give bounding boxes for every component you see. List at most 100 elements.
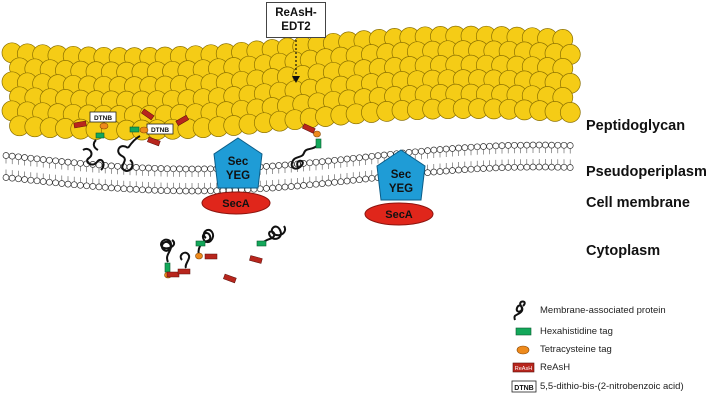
lipid-head bbox=[356, 154, 363, 162]
dtnb-label: DTNB bbox=[151, 127, 169, 134]
lipid-head bbox=[188, 165, 196, 173]
lipid-head bbox=[548, 141, 555, 149]
lipid-head bbox=[473, 165, 481, 173]
lipid-head bbox=[27, 154, 35, 162]
lipid-head bbox=[424, 169, 431, 176]
layer-label-pseudoperiplasm: Pseudoperiplasm bbox=[586, 164, 707, 180]
lipid-head bbox=[21, 176, 28, 183]
lipid-head bbox=[182, 187, 190, 195]
lipid-head bbox=[349, 176, 357, 184]
lipid-head bbox=[207, 165, 214, 173]
lipid-head bbox=[430, 168, 438, 176]
tetracysteine-tag bbox=[99, 122, 109, 130]
legend-protein-icon bbox=[513, 300, 526, 321]
legend-reash-icon-label: ReAsH bbox=[515, 366, 532, 372]
secyeg-complex-1: Sec YEG SecA bbox=[201, 137, 271, 215]
lipid-head bbox=[275, 162, 283, 169]
lipid-head bbox=[498, 164, 506, 171]
lipid-head bbox=[511, 141, 518, 149]
lipid-head bbox=[566, 164, 574, 171]
his-tag bbox=[164, 262, 171, 273]
lipid-head bbox=[449, 167, 456, 174]
lipid-head bbox=[263, 163, 270, 170]
lipid-head bbox=[139, 186, 146, 194]
lipid-head bbox=[542, 163, 549, 171]
secyeg-label-line2: YEG bbox=[389, 183, 413, 195]
lipid-head bbox=[182, 165, 190, 173]
lipid-head bbox=[2, 174, 10, 181]
layer-label-cell-membrane: Cell membrane bbox=[586, 195, 690, 211]
lipid-head bbox=[486, 142, 493, 150]
lipid-head bbox=[126, 185, 134, 193]
lipid-head bbox=[157, 187, 165, 194]
lipid-head bbox=[368, 152, 376, 160]
reash-block bbox=[177, 268, 191, 275]
lipid-head bbox=[194, 165, 202, 173]
reash-block bbox=[175, 114, 190, 126]
lipid-head bbox=[151, 186, 159, 194]
lipid-head bbox=[287, 183, 295, 190]
lipid-head bbox=[492, 164, 500, 172]
lipid-head bbox=[83, 182, 90, 190]
legend-dtnb-icon-label: DTNB bbox=[514, 385, 533, 392]
lipid-head bbox=[108, 184, 115, 192]
reash-block bbox=[73, 120, 87, 129]
lipid-head bbox=[548, 163, 555, 171]
lipid-head bbox=[52, 179, 59, 187]
lipid-head bbox=[436, 168, 444, 175]
lipid-head bbox=[300, 182, 307, 189]
lipid-head bbox=[294, 182, 301, 190]
tetracysteine-tag bbox=[313, 130, 321, 138]
lipid-head bbox=[46, 156, 53, 164]
lipid-head bbox=[368, 174, 376, 182]
probe-arrow-head bbox=[292, 76, 300, 83]
lipid-head bbox=[411, 148, 419, 156]
lipid-head bbox=[343, 155, 351, 163]
lipid-head bbox=[114, 162, 121, 170]
lipid-head bbox=[46, 178, 53, 186]
seca-atpase bbox=[364, 202, 434, 226]
lipid-head bbox=[33, 155, 41, 163]
lipid-head bbox=[504, 142, 512, 149]
seca-label: SecA bbox=[222, 198, 250, 210]
reash-block bbox=[301, 123, 316, 134]
lipid-head bbox=[529, 163, 537, 171]
lipid-head bbox=[64, 158, 72, 166]
lipid-head bbox=[213, 187, 221, 195]
lipid-head bbox=[554, 141, 562, 149]
lipid-head bbox=[139, 164, 146, 172]
lipid-head bbox=[461, 166, 469, 173]
legend-dtnb-label: 5,5-dithio-bis-(2-nitrobenzoic acid) bbox=[540, 381, 684, 392]
secyeg-label-line1: Sec bbox=[228, 156, 249, 168]
legend-reash-label: ReAsH bbox=[540, 362, 571, 373]
protein-chain bbox=[261, 225, 286, 245]
lipid-head bbox=[492, 142, 500, 150]
protein-chain bbox=[82, 139, 105, 171]
lipid-head bbox=[95, 183, 103, 191]
lipid-head bbox=[498, 142, 506, 149]
lipid-head bbox=[176, 187, 183, 195]
lipid-head bbox=[343, 177, 351, 185]
cytoplasm-protein-4 bbox=[177, 251, 237, 284]
membrane-protein-3 bbox=[290, 123, 322, 170]
his-tag bbox=[315, 138, 322, 149]
lipid-head bbox=[318, 180, 326, 187]
lipid-head bbox=[15, 153, 22, 161]
lipid-head bbox=[108, 162, 115, 170]
lipid-head bbox=[517, 163, 524, 171]
lipid-head bbox=[21, 154, 28, 161]
reash-edt2-probe-box: ReAsH- EDT2 bbox=[266, 2, 326, 38]
legend-symbols: ReAsH DTNB bbox=[511, 300, 537, 393]
lipid-head bbox=[337, 178, 345, 186]
peptidoglycan-layer bbox=[1, 25, 581, 141]
membrane-protein-1: DTNB bbox=[73, 111, 117, 171]
secyeg-label-line2: YEG bbox=[226, 170, 250, 182]
lipid-head bbox=[89, 183, 97, 190]
lipid-head bbox=[163, 187, 171, 195]
reash-block bbox=[223, 273, 237, 284]
reash-block bbox=[166, 271, 180, 278]
lipid-head bbox=[201, 165, 208, 173]
lipid-head bbox=[535, 141, 543, 149]
lipid-head bbox=[362, 175, 369, 183]
lipid-head bbox=[461, 144, 469, 151]
